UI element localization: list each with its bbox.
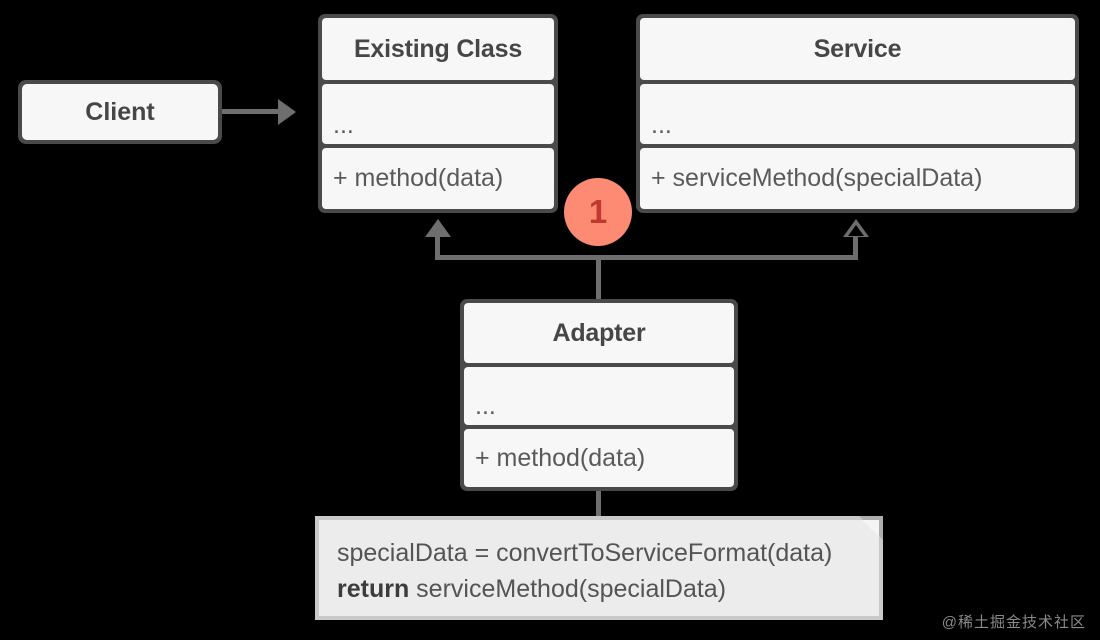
arrowhead-filled-triangle-up: [425, 219, 451, 237]
connector-client-to-existing: [222, 109, 284, 114]
step-badge-label: 1: [588, 193, 608, 230]
class-box-existing-class[interactable]: Existing Class ... + method(data): [318, 14, 558, 213]
watermark: @稀土掘金技术社区: [941, 614, 1086, 631]
class-operations-existing-class: + method(data): [322, 148, 554, 209]
note-line-1: specialData = convertToServiceFormat(dat…: [337, 539, 833, 567]
class-name-adapter: Adapter: [464, 303, 734, 363]
class-attributes-adapter: ...: [464, 367, 734, 425]
note-line-2-rest: serviceMethod(specialData): [409, 574, 727, 603]
note-fold-inner-icon: [862, 520, 879, 537]
connector-stub-existing: [435, 236, 440, 260]
class-name-client: Client: [22, 84, 218, 140]
class-name-existing-class: Existing Class: [322, 18, 554, 80]
class-box-client[interactable]: Client: [18, 80, 222, 144]
note-box: specialData = convertToServiceFormat(dat…: [315, 516, 883, 620]
arrowhead-filled-triangle-right: [278, 99, 296, 125]
class-operations-service: + serviceMethod(specialData): [640, 148, 1075, 209]
note-line-2: return serviceMethod(specialData): [337, 572, 861, 608]
note-keyword-return: return: [337, 574, 410, 603]
connector-bus-horizontal: [435, 255, 858, 260]
note-content: specialData = convertToServiceFormat(dat…: [319, 520, 879, 616]
arrowhead-hollow-triangle-up: [843, 219, 869, 237]
class-operations-adapter: + method(data): [464, 429, 734, 487]
class-attributes-service: ...: [640, 84, 1075, 144]
class-box-service[interactable]: Service ... + serviceMethod(specialData): [636, 14, 1079, 213]
connector-bus-to-adapter: [596, 255, 601, 300]
class-name-service: Service: [640, 18, 1075, 80]
connector-adapter-to-note: [596, 491, 601, 519]
class-box-adapter[interactable]: Adapter ... + method(data): [460, 299, 738, 491]
step-badge-1[interactable]: 1: [564, 178, 632, 246]
class-attributes-existing-class: ...: [322, 84, 554, 144]
connector-stub-service: [853, 236, 858, 260]
